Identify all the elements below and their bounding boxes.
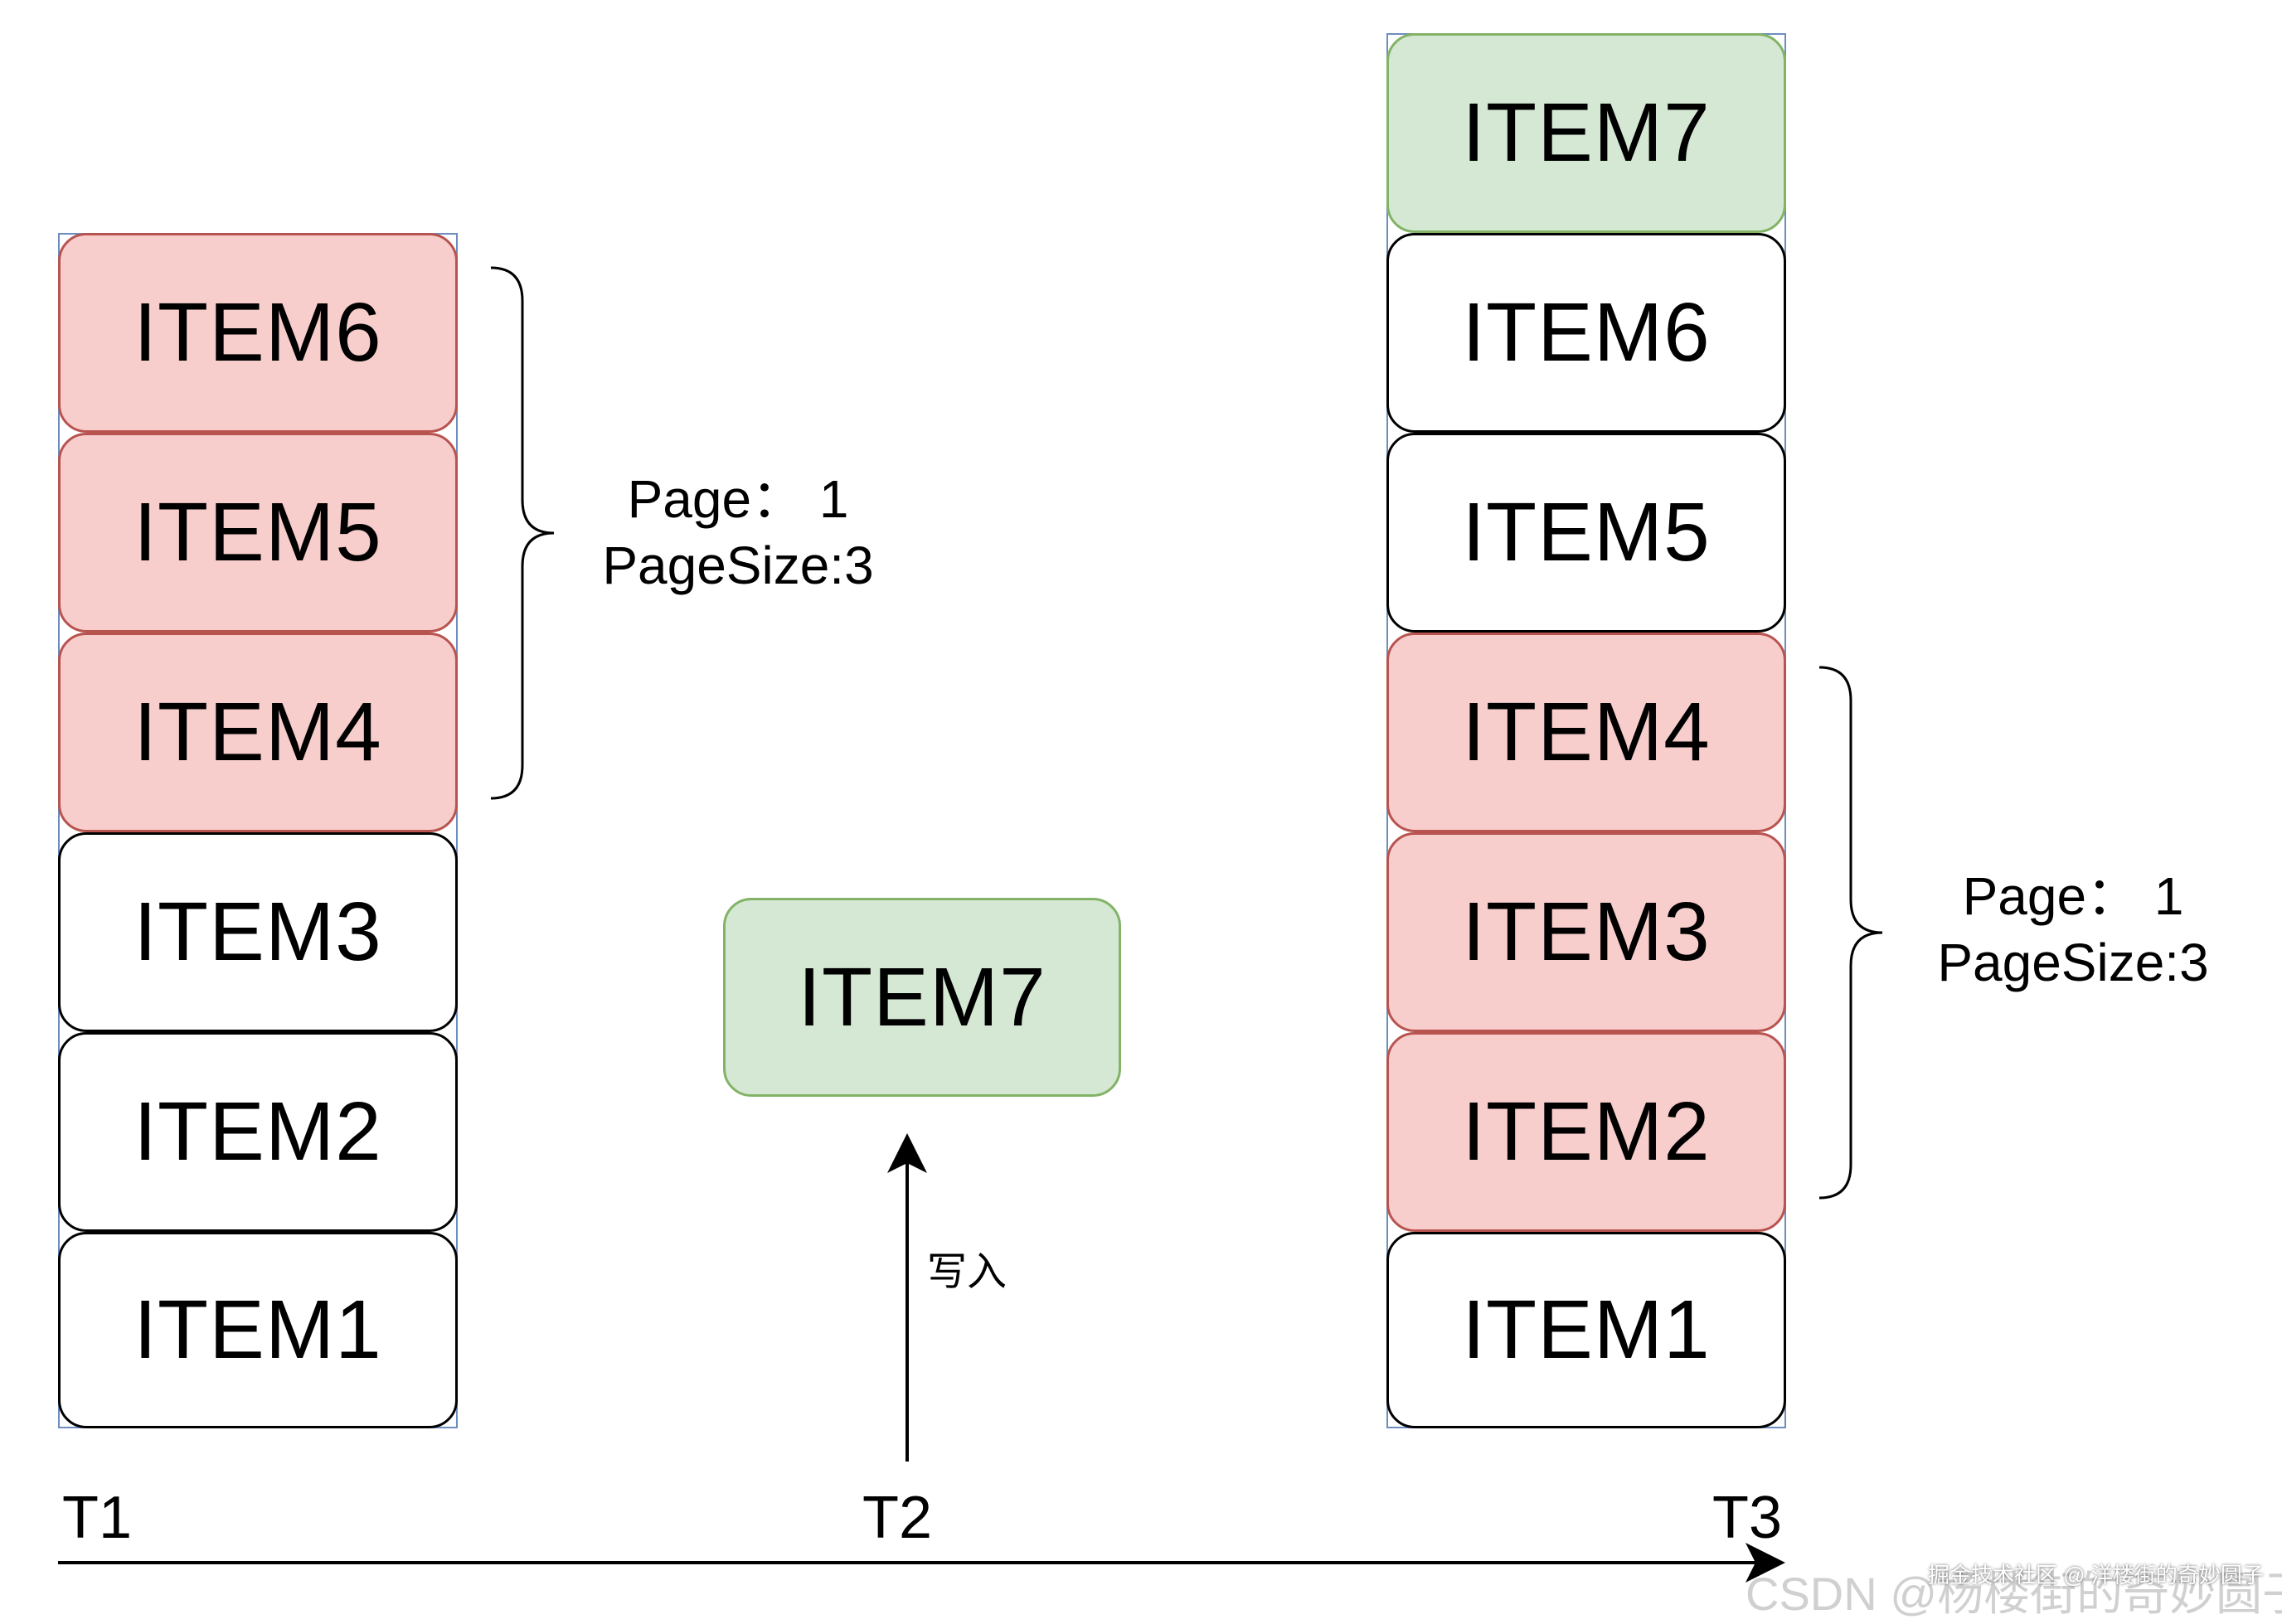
t1-item-3: ITEM3 [58,832,458,1032]
t3-item-2: ITEM2 [1386,1032,1786,1232]
t3-page-size-label: PageSize:3 [1937,933,2209,992]
t1-page-brace [490,266,555,800]
t3-item-1: ITEM1 [1386,1232,1786,1428]
t3-page-brace [1818,666,1883,1200]
t1-item-2: ITEM2 [58,1032,458,1232]
t3-item-7: ITEM7 [1386,33,1786,233]
t1-page-size-label: PageSize:3 [602,536,874,595]
write-arrow-label: 写入 [927,1250,1007,1294]
t1-item-6: ITEM6 [58,233,458,433]
csdn-watermark: CSDN @杨楼街的奇妙圆子 [1745,1568,2282,1620]
t1-item-5: ITEM5 [58,433,458,633]
t3-item-6: ITEM6 [1386,233,1786,433]
t1-item-1: ITEM1 [58,1232,458,1428]
t2-new-item: ITEM7 [723,898,1121,1097]
t3-page-label: Page： 1 [1962,866,2184,926]
t1-time-label: T1 [62,1485,133,1551]
t1-page-label: Page： 1 [627,469,849,529]
t1-item-4: ITEM4 [58,633,458,832]
t3-time-label: T3 [1712,1485,1783,1551]
t3-item-3: ITEM3 [1386,832,1786,1032]
t3-item-5: ITEM5 [1386,433,1786,633]
t3-item-4: ITEM4 [1386,633,1786,832]
t2-time-label: T2 [862,1485,933,1551]
juejin-watermark: 掘金技术社区 @ 洋楼街的奇妙圆子 [1928,1563,2264,1588]
